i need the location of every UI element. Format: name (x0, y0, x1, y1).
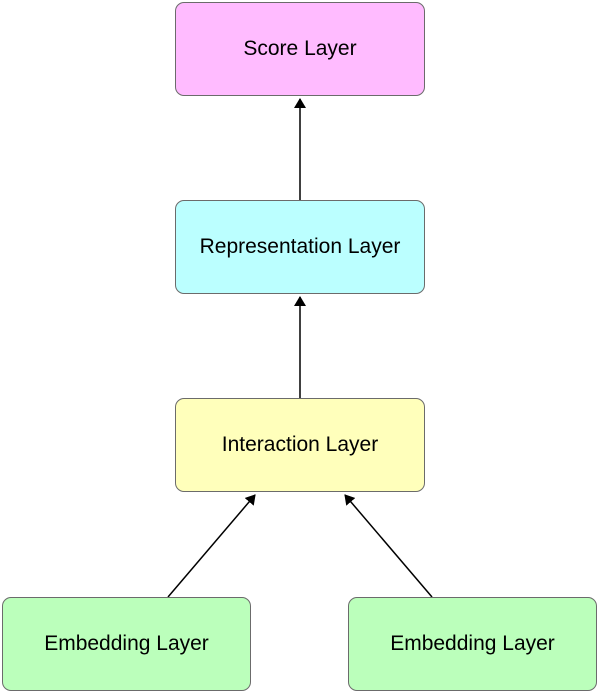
embedding-layer-right-node: Embedding Layer (348, 597, 597, 691)
edge-embedding-left-to-interaction (167, 494, 256, 598)
score-layer-label: Score Layer (243, 37, 357, 60)
edge-embedding-right-to-interaction (344, 494, 433, 598)
interaction-layer-label: Interaction Layer (221, 433, 379, 456)
representation-layer-node: Representation Layer (175, 200, 425, 294)
embedding-layer-left-node: Embedding Layer (2, 597, 251, 691)
representation-layer-label: Representation Layer (199, 235, 401, 258)
score-layer-node: Score Layer (175, 2, 425, 96)
embedding-layer-right-label: Embedding Layer (390, 632, 555, 655)
embedding-layer-left-label: Embedding Layer (44, 632, 209, 655)
interaction-layer-node: Interaction Layer (175, 398, 425, 492)
